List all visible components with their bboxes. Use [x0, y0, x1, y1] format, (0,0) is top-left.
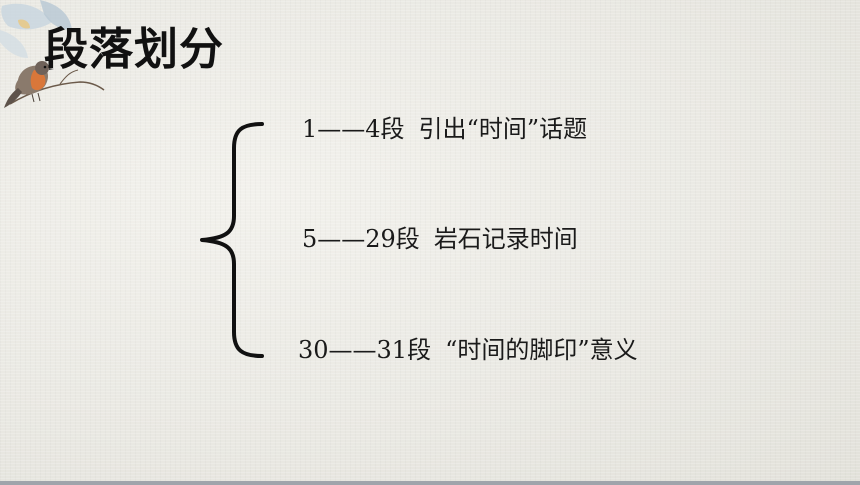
section-item-2: 5——29段岩石记录时间 [302, 227, 578, 251]
bottom-strip [0, 481, 860, 485]
section-text: 岩石记录时间 [433, 225, 578, 253]
section-range: 5——29段 [302, 225, 420, 253]
section-range: 30——31段 [298, 336, 432, 364]
section-range: 1——4段 [302, 115, 405, 143]
slide-title: 段落划分 [44, 24, 224, 75]
section-item-3: 30——31段 “时间的脚印”意义 [298, 338, 638, 362]
section-item-1: 1——4段引出“时间”话题 [302, 117, 587, 141]
bird-flower-icon [0, 0, 110, 115]
section-text: “时间的脚印”意义 [445, 336, 638, 364]
section-text: 引出“时间”话题 [418, 115, 588, 143]
curly-brace-icon [196, 118, 276, 363]
